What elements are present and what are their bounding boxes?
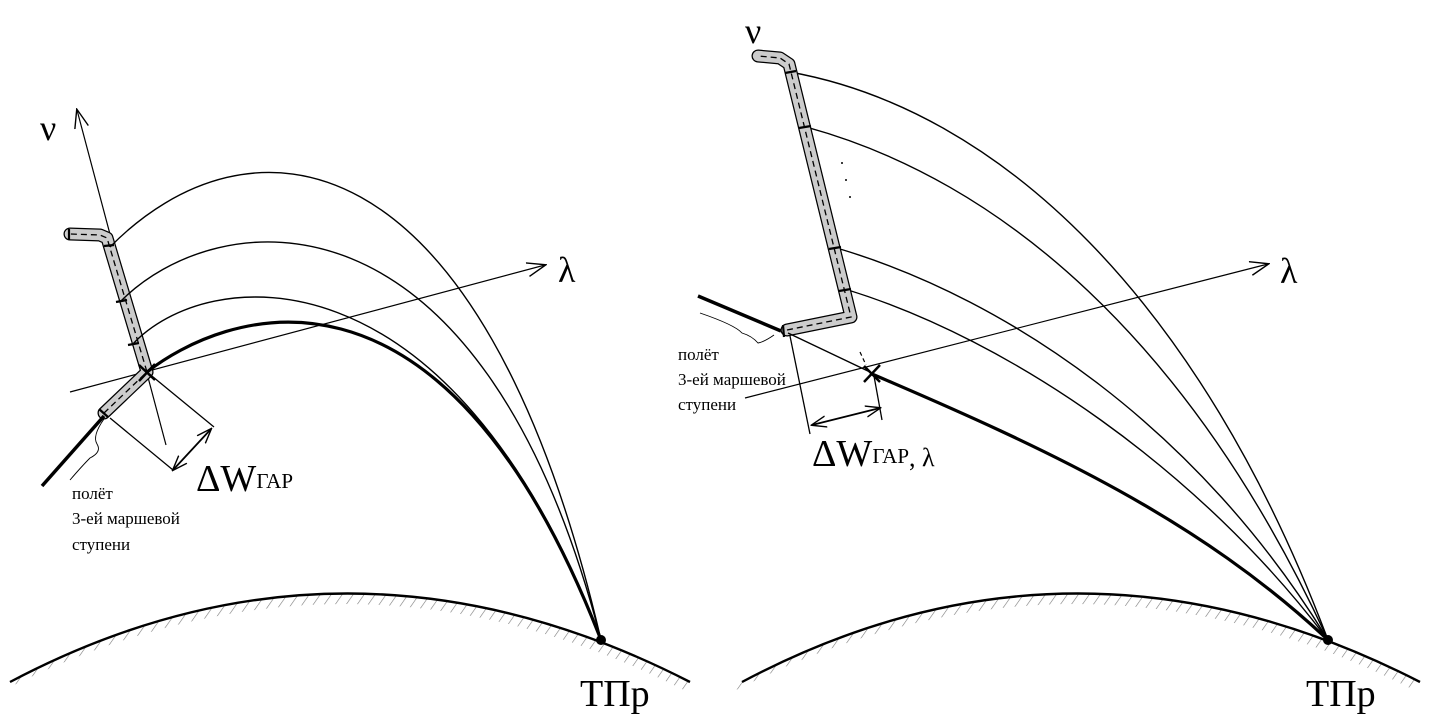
nu-label-right: ν bbox=[745, 11, 761, 51]
target-label-right: ТПр bbox=[1306, 673, 1376, 715]
main-trajectory-right bbox=[871, 372, 1330, 642]
stage-dashed-right bbox=[757, 55, 852, 331]
separation-cross-right bbox=[863, 364, 881, 383]
earth-surface-left bbox=[4, 592, 691, 690]
delta-dimension-left bbox=[109, 371, 215, 470]
brace-right bbox=[699, 312, 775, 344]
lambda-label-right: λ bbox=[1280, 251, 1298, 291]
trajectories-right bbox=[789, 71, 1329, 641]
note-line1-right: полёт bbox=[678, 345, 719, 364]
delta-sub-left: ГАР bbox=[256, 469, 293, 493]
main-trajectory-left bbox=[146, 320, 603, 641]
right-panel: ν λ ΔWГАР, λ полёт 3-ей маршевой ступени… bbox=[678, 11, 1421, 715]
stage-band-right bbox=[751, 49, 858, 337]
note-line1-left: полёт bbox=[72, 484, 113, 503]
target-label-left: ТПр bbox=[580, 673, 650, 715]
lambda-axis-right bbox=[744, 264, 1268, 399]
guide-dashed-right bbox=[859, 351, 867, 366]
brace-left bbox=[69, 418, 105, 481]
note-line3-right: ступени bbox=[678, 395, 736, 414]
delta-label-right: ΔWГАР, λ bbox=[812, 433, 935, 475]
stage-to-cross-right bbox=[787, 332, 871, 373]
target-point-left bbox=[596, 635, 606, 645]
stage3-flight-right bbox=[697, 294, 782, 333]
stage3-flight-left bbox=[40, 414, 106, 488]
lambda-label-left: λ bbox=[558, 250, 576, 290]
delta-main-right: ΔW bbox=[812, 433, 872, 475]
note-line3-left: ступени bbox=[72, 535, 130, 554]
target-point-right bbox=[1323, 635, 1333, 645]
ellipsis-dots-right bbox=[841, 162, 851, 198]
earth-surface-right bbox=[736, 592, 1421, 690]
delta-suffix-right: , λ bbox=[909, 443, 935, 472]
delta-sub-right: ГАР bbox=[872, 444, 909, 468]
delta-main-left: ΔW bbox=[196, 458, 256, 500]
delta-label-left: ΔWГАР bbox=[196, 458, 293, 500]
band-ticks-right bbox=[781, 69, 852, 338]
note-line2-left: 3-ей маршевой bbox=[72, 509, 180, 528]
delta-dimension-right bbox=[789, 335, 882, 435]
nu-label-left: ν bbox=[40, 108, 56, 148]
trajectories-left bbox=[109, 171, 602, 641]
note-line2-right: 3-ей маршевой bbox=[678, 370, 786, 389]
left-panel: ν λ ΔWГАР полёт 3-ей маршевой ступени ТП… bbox=[4, 108, 691, 715]
